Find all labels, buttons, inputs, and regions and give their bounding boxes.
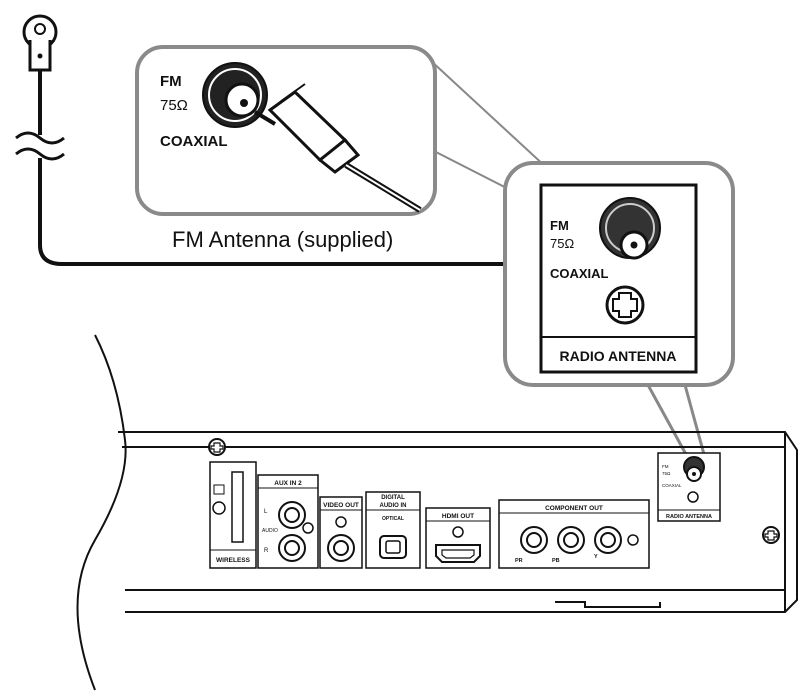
radio-antenna-callout: FM 75Ω COAXIAL RADIO ANTENNA [503, 161, 735, 459]
optical-label: OPTICAL [382, 516, 404, 522]
fm-antenna-caption: FM Antenna (supplied) [172, 227, 394, 252]
panel-coaxial-jack-icon [599, 197, 661, 260]
aux-audio-label: AUDIO [262, 528, 278, 534]
panel-coaxial-label: COAXIAL [550, 266, 609, 281]
panel-title: RADIO ANTENNA [560, 348, 677, 364]
zoom-impedance-label: 75Ω [160, 97, 188, 114]
unit-screw-right-icon [762, 526, 780, 544]
unit-impedance-label: 75Ω [662, 471, 671, 476]
panel-impedance-label: 75Ω [550, 236, 574, 251]
unit-screw-top-left-icon [208, 438, 226, 456]
panel-screw-icon [605, 285, 645, 325]
fm-antenna-wire [15, 14, 640, 266]
digital-audio-in-label-1: DIGITAL [381, 495, 405, 501]
coaxial-jack-icon [202, 62, 268, 128]
aux-r-label: R [264, 548, 269, 554]
pb-label: PB [552, 558, 560, 564]
unit-radio-antenna-label: RADIO ANTENNA [666, 514, 712, 520]
unit-coaxial-label: COAXIAL [662, 483, 682, 488]
pr-label: PR [515, 558, 523, 564]
aux-l-label: L [264, 509, 268, 515]
zoom-coaxial-label: COAXIAL [160, 133, 228, 150]
component-out-label: COMPONENT OUT [545, 505, 603, 512]
aux-in-2-label: AUX IN 2 [274, 480, 302, 487]
coaxial-zoom-callout: FM 75Ω COAXIAL [135, 45, 561, 216]
hdmi-out-label: HDMI OUT [442, 513, 474, 520]
unit-fm-label: FM [662, 464, 669, 469]
y-label: Y [594, 554, 598, 560]
video-out-label: VIDEO OUT [323, 502, 359, 509]
digital-audio-in-label-2: AUDIO IN [380, 503, 407, 509]
wireless-label: WIRELESS [216, 557, 251, 564]
coaxial-plug-icon [253, 83, 422, 213]
panel-fm-label: FM [550, 218, 569, 233]
unit-rear-panel: WIRELESS AUX IN 2 L AUDIO R VIDEO OUT DI… [76, 334, 798, 691]
zoom-fm-label: FM [160, 73, 182, 90]
